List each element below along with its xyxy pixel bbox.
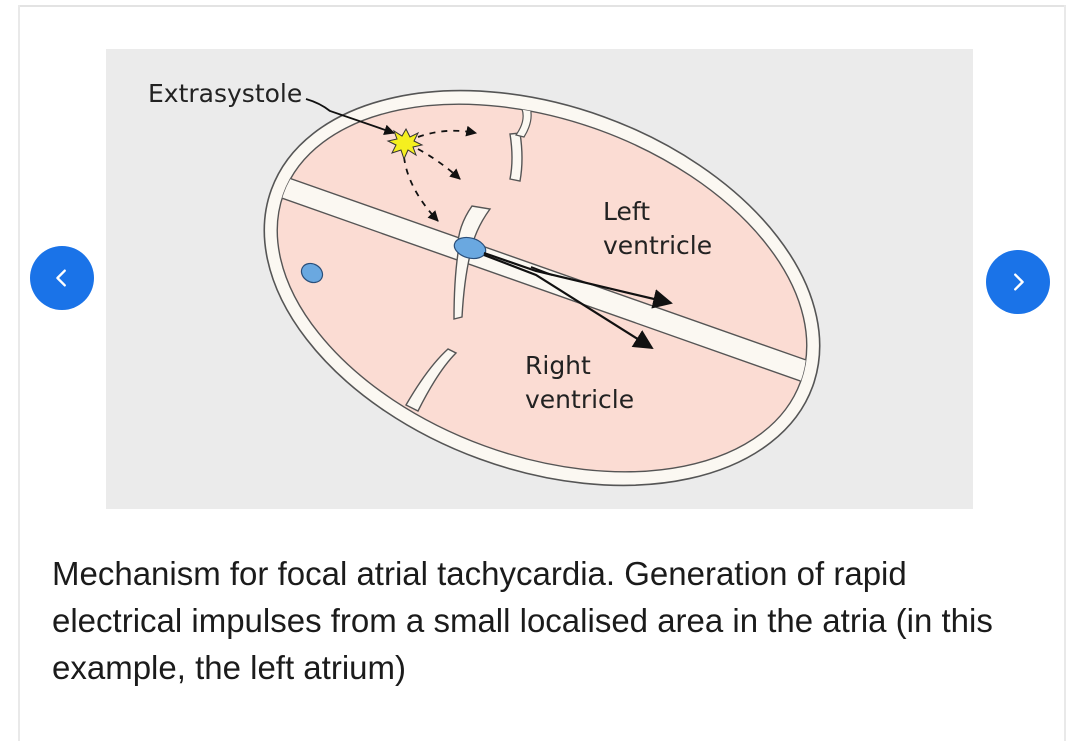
label-left-ventricle: Left ventricle <box>603 195 712 263</box>
heart-diagram-drawing <box>254 89 828 487</box>
propagation-arrow-diag <box>417 148 461 180</box>
upper-wall-split <box>514 106 532 138</box>
label-left-ventricle-line2: ventricle <box>603 231 713 260</box>
conduction-path-upper <box>483 251 673 309</box>
propagation-arrow-right <box>417 125 478 138</box>
conduction-path-mid <box>530 266 553 276</box>
label-left-ventricle-line1: Left <box>603 197 651 226</box>
chevron-left-icon <box>56 269 66 287</box>
label-right-ventricle-line2: ventricle <box>525 385 635 414</box>
heart-diagram: Extrasystole Left ventricle Right ventri… <box>106 49 973 509</box>
left-frame-line <box>18 5 20 741</box>
propagation-arrow-down <box>403 156 439 222</box>
figure-caption: Mechanism for focal atrial tachycardia. … <box>52 555 993 686</box>
extrasystole-pointer <box>305 98 396 135</box>
chevron-right-icon <box>1014 273 1024 291</box>
previous-image-button[interactable] <box>30 246 94 310</box>
lower-valve-gap <box>405 348 458 412</box>
right-frame-line <box>1064 5 1066 741</box>
extrasystole-spark-icon <box>386 127 424 161</box>
top-divider <box>20 5 1066 7</box>
left-node <box>300 262 324 284</box>
conduction-path-lower <box>483 253 654 350</box>
label-right-ventricle-line1: Right <box>525 351 591 380</box>
top-valve-gap <box>509 132 523 182</box>
av-node <box>453 236 487 260</box>
label-right-ventricle: Right ventricle <box>525 349 634 417</box>
label-extrasystole: Extrasystole <box>148 79 303 108</box>
next-image-button[interactable] <box>986 250 1050 314</box>
